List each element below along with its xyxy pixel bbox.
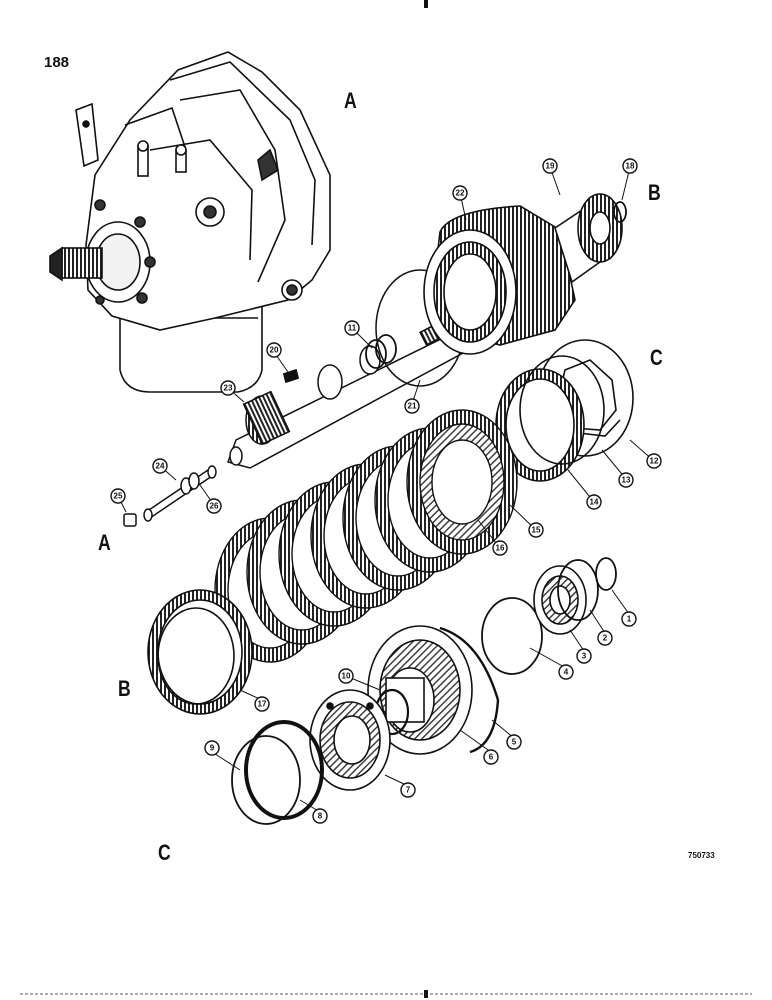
callout-3: 3 xyxy=(576,648,592,664)
svg-text:3: 3 xyxy=(582,652,587,661)
svg-text:16: 16 xyxy=(496,544,505,553)
callout-14: 14 xyxy=(586,494,602,510)
svg-text:11: 11 xyxy=(348,324,357,333)
svg-text:2: 2 xyxy=(603,634,608,643)
svg-text:1: 1 xyxy=(627,615,632,624)
section-label-c-bottom: C xyxy=(158,840,171,865)
seal-rings xyxy=(231,720,324,825)
callout-20: 20 xyxy=(266,342,282,358)
callout-5: 5 xyxy=(506,734,522,750)
bearing-retainer xyxy=(309,689,391,791)
svg-text:24: 24 xyxy=(156,462,165,471)
callout-22: 22 xyxy=(452,185,468,201)
callout-18: 18 xyxy=(622,158,638,174)
callout-25: 25 xyxy=(110,488,126,504)
callout-1: 1 xyxy=(621,611,637,627)
figure-code: 750733 xyxy=(688,851,715,860)
pin-and-plug xyxy=(123,465,217,527)
callout-19: 19 xyxy=(542,158,558,174)
callout-8: 8 xyxy=(312,808,328,824)
callout-21: 21 xyxy=(404,398,420,414)
svg-text:7: 7 xyxy=(406,786,411,795)
callout-11: 11 xyxy=(344,320,360,336)
svg-text:15: 15 xyxy=(532,526,541,535)
callout-13: 13 xyxy=(618,472,634,488)
section-label-a-left: A xyxy=(98,530,111,555)
section-label-c-top: C xyxy=(650,345,663,370)
clutch-hub-ring xyxy=(147,589,253,715)
reaction-plate-set xyxy=(495,339,634,482)
svg-text:25: 25 xyxy=(114,492,123,501)
svg-text:19: 19 xyxy=(546,162,555,171)
svg-text:10: 10 xyxy=(342,672,351,681)
callout-15: 15 xyxy=(528,522,544,538)
section-label-a-top: A xyxy=(344,88,357,113)
svg-text:13: 13 xyxy=(622,476,631,485)
svg-text:6: 6 xyxy=(489,753,494,762)
bearing-assembly xyxy=(481,557,617,675)
callout-6: 6 xyxy=(483,749,499,765)
clutch-drum xyxy=(423,193,627,355)
svg-text:5: 5 xyxy=(512,738,517,747)
callout-24: 24 xyxy=(152,458,168,474)
clutch-piston xyxy=(367,625,500,755)
svg-text:14: 14 xyxy=(590,498,599,507)
svg-text:8: 8 xyxy=(318,812,323,821)
callout-9: 9 xyxy=(204,740,220,756)
svg-text:21: 21 xyxy=(408,402,417,411)
clutch-plate-stack xyxy=(214,409,518,663)
callout-7: 7 xyxy=(400,782,416,798)
svg-text:4: 4 xyxy=(564,668,569,677)
callout-4: 4 xyxy=(558,664,574,680)
transmission-housing xyxy=(49,51,331,393)
callout-26: 26 xyxy=(206,498,222,514)
svg-text:12: 12 xyxy=(650,457,659,466)
callout-23: 23 xyxy=(220,380,236,396)
section-label-b-top: B xyxy=(648,180,661,205)
svg-text:9: 9 xyxy=(210,744,215,753)
callout-2: 2 xyxy=(597,630,613,646)
svg-text:26: 26 xyxy=(210,502,219,511)
callout-16: 16 xyxy=(492,540,508,556)
section-label-b-left: B xyxy=(118,676,131,701)
svg-text:17: 17 xyxy=(258,700,267,709)
callout-10: 10 xyxy=(338,668,354,684)
page-number: 188 xyxy=(44,54,70,71)
callout-12: 12 xyxy=(646,453,662,469)
svg-text:22: 22 xyxy=(456,189,465,198)
svg-text:18: 18 xyxy=(626,162,635,171)
svg-text:23: 23 xyxy=(224,384,233,393)
callout-17: 17 xyxy=(254,696,270,712)
svg-text:20: 20 xyxy=(270,346,279,355)
